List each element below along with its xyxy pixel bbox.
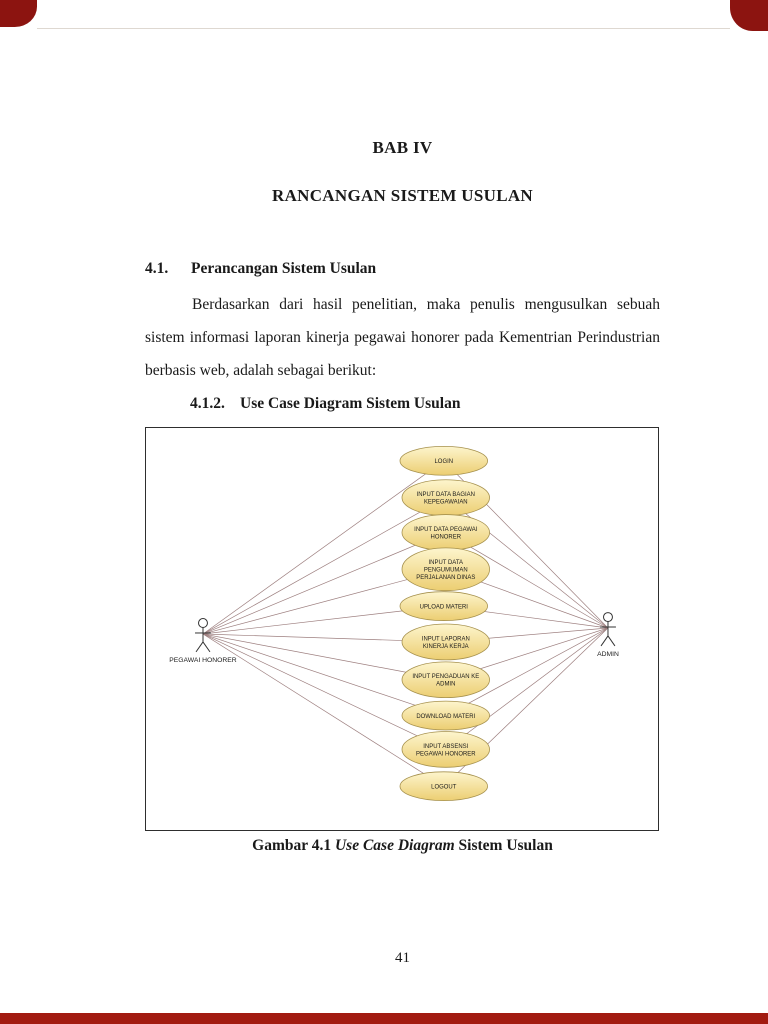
section-number: 4.1.: [145, 260, 169, 277]
use-case-ellipse: [401, 624, 490, 661]
section-heading: 4.1. Perancangan Sistem Usulan: [145, 260, 660, 278]
association-line: [445, 532, 609, 629]
association-line: [445, 628, 609, 751]
scan-mark-bottom-strip: [0, 1013, 768, 1024]
scan-mark-top-left: [0, 0, 37, 27]
page-edge-line: [37, 28, 730, 29]
figure-caption-suffix: Sistem Usulan: [454, 837, 553, 855]
association-line: [202, 634, 446, 717]
association-line: [202, 634, 444, 787]
chapter-title: RANCANGAN SISTEM USULAN: [272, 186, 533, 205]
section-title: Perancangan Sistem Usulan: [191, 260, 377, 277]
association-line: [202, 634, 446, 751]
use-case-label: DOWNLOAD MATERI: [416, 714, 475, 720]
actor-figure: [195, 618, 211, 653]
association-line: [202, 461, 444, 635]
figure-caption: Gambar 4.1 Use Case Diagram Sistem Usula…: [145, 837, 660, 855]
association-line: [445, 628, 609, 717]
use-case-ellipse: [401, 701, 490, 731]
actor-label: ADMIN: [597, 651, 619, 658]
association-line: [202, 634, 446, 681]
use-case-label: LOGOUT: [431, 785, 457, 791]
use-case-ellipse: [401, 547, 490, 592]
page-number: 41: [395, 950, 410, 966]
subsection-number: 4.1.2.: [190, 395, 225, 413]
scan-mark-top-right: [730, 0, 768, 31]
chapter-heading: BAB IV: [372, 138, 433, 157]
subsection-heading: 4.1.2. Use Case Diagram Sistem Usulan: [190, 395, 660, 413]
use-case-label: LOGIN: [435, 459, 454, 465]
figure-caption-prefix: Gambar 4.1: [252, 837, 335, 855]
body-paragraph: Berdasarkan dari hasil penelitian, maka …: [145, 296, 660, 380]
page-content: BAB IV RANCANGAN SISTEM USULAN 4.1. Pera…: [145, 0, 660, 855]
association-line: [202, 569, 446, 635]
subsection-title: Use Case Diagram Sistem Usulan: [240, 395, 461, 413]
use-case-ellipse: [401, 731, 490, 769]
association-line: [202, 532, 446, 635]
actor-figure: [600, 612, 616, 647]
figure-caption-italic: Use Case Diagram: [334, 837, 455, 855]
use-case-ellipse: [399, 771, 488, 802]
use-case-ellipse: [399, 446, 488, 477]
actor-label: PEGAWAI HONORER: [169, 657, 237, 664]
use-case-label: UPLOAD MATERI: [420, 605, 469, 611]
use-case-ellipse: [399, 591, 488, 622]
association-line: [202, 497, 446, 635]
use-case-ellipse: [401, 661, 490, 699]
